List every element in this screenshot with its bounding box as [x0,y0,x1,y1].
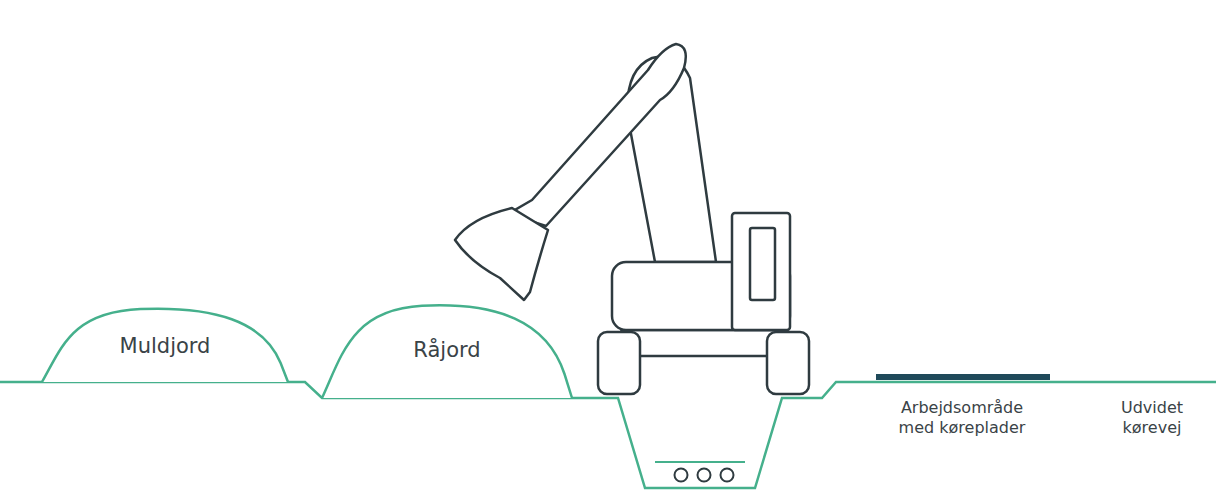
area-label: Udvidet kørevej [1106,398,1198,438]
soil-mound: Muldjord [42,306,288,382]
ground-line [0,382,1216,488]
area-label: Arbejdsområde med køreplader [882,398,1042,438]
pipes [675,469,734,482]
mound-label: Råjord [413,338,480,362]
pipe-bed [655,461,745,463]
driving-plate [876,374,1050,380]
soil-mound: Råjord [322,302,572,398]
mound-label: Muldjord [120,334,211,358]
